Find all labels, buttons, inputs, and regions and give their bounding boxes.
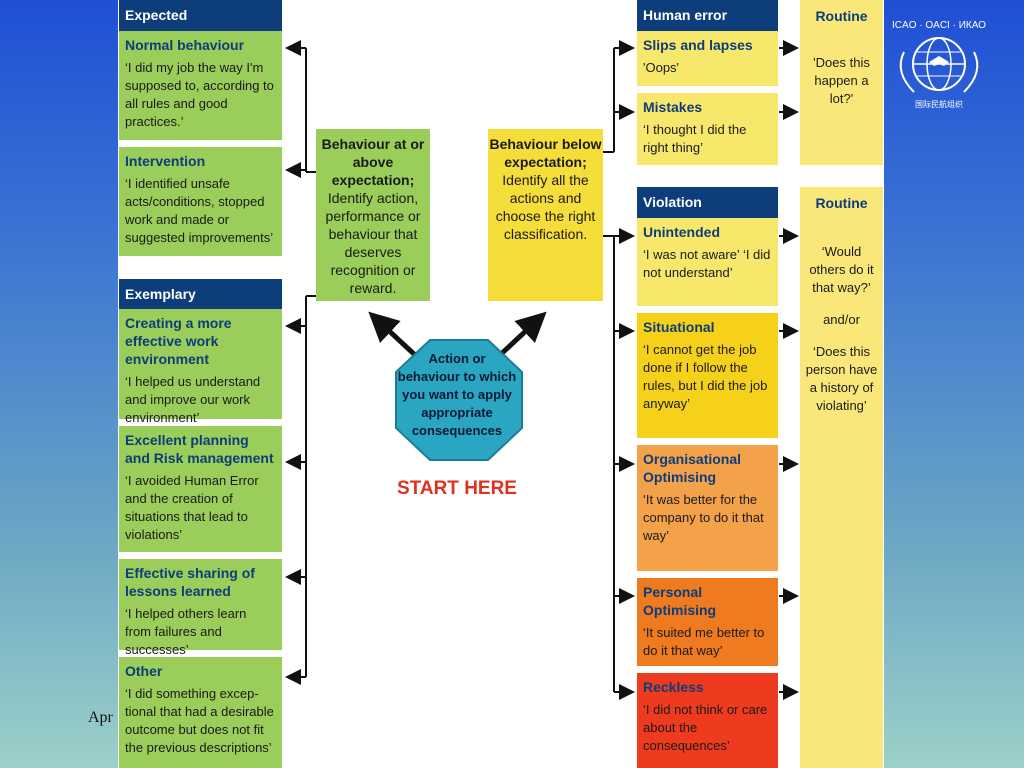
situational-quote: ‘I cannot get the job done if I follow t… bbox=[643, 342, 768, 411]
mistakes-title: Mistakes bbox=[643, 99, 703, 115]
routine-box-lower: Routine ‘Would others do it that way?’ a… bbox=[800, 187, 883, 768]
reckless-title: Reckless bbox=[643, 679, 704, 695]
unintended-box: Unintended ‘I was not aware’ ‘I did not … bbox=[637, 218, 778, 306]
situational-title: Situational bbox=[643, 319, 715, 335]
unintended-title: Unintended bbox=[643, 224, 720, 240]
other-box: Other ‘I did something excep-tional that… bbox=[119, 657, 282, 768]
slips-lapses-title: Slips and lapses bbox=[643, 37, 753, 53]
routine-box-upper: Routine 'Does this happen a lot?' bbox=[800, 0, 883, 165]
routine-lower-header: Routine bbox=[815, 195, 868, 211]
organisational-optimising-title: Organisational Optimising bbox=[643, 451, 742, 485]
routine-upper-question: 'Does this happen a lot?' bbox=[813, 55, 870, 106]
slips-lapses-box: Slips and lapses 'Oops' bbox=[637, 31, 778, 86]
routine-lower-q2: ‘Does this person have a history of viol… bbox=[805, 344, 878, 413]
logo-text: ICAO · OACI · ИКАО bbox=[892, 20, 986, 31]
unintended-quote: ‘I was not aware’ ‘I did not understand’ bbox=[643, 247, 771, 280]
normal-behaviour-box: Normal behaviour ‘I did my job the way I… bbox=[119, 31, 282, 140]
routine-lower-andor: and/or bbox=[823, 312, 860, 327]
planning-risk-box: Excellent planning and Risk management ‘… bbox=[119, 426, 282, 552]
reckless-box: Reckless ‘I did not think or care about … bbox=[637, 673, 778, 768]
reckless-quote: ‘I did not think or care about the conse… bbox=[643, 702, 768, 753]
intervention-box: Intervention ‘I identified unsafe acts/c… bbox=[119, 147, 282, 256]
slips-lapses-quote: 'Oops' bbox=[643, 60, 680, 75]
other-quote: ‘I did something excep-tional that had a… bbox=[125, 686, 274, 755]
intervention-title: Intervention bbox=[125, 153, 206, 169]
planning-risk-title: Excellent planning and Risk management bbox=[125, 432, 274, 466]
other-title: Other bbox=[125, 663, 163, 679]
human-error-header: Human error bbox=[637, 0, 778, 31]
lessons-learned-box: Effective sharing of lessons learned ‘I … bbox=[119, 559, 282, 657]
below-expectation-body: Identify all the actions and choose the … bbox=[495, 172, 596, 242]
normal-behaviour-title: Normal behaviour bbox=[125, 37, 245, 53]
below-expectation-box: Behaviour below expectation; Identify al… bbox=[488, 129, 603, 301]
intervention-quote: ‘I identified unsafe acts/conditions, st… bbox=[125, 176, 274, 245]
routine-lower-q1: ‘Would others do it that way?’ bbox=[809, 244, 874, 295]
below-expectation-title: Behaviour below expectation; bbox=[489, 136, 602, 170]
effective-environment-box: Creating a more effective work environme… bbox=[119, 309, 282, 425]
expected-header: Expected bbox=[119, 0, 282, 31]
mistakes-box: Mistakes ‘I thought I did the right thin… bbox=[637, 93, 778, 165]
above-expectation-body: Identify action, performance or behaviou… bbox=[325, 190, 421, 296]
above-expectation-title: Behaviour at or above expectation; bbox=[321, 136, 425, 188]
situational-box: Situational ‘I cannot get the job done i… bbox=[637, 313, 778, 438]
effective-environment-quote: ‘I helped us understand and improve our … bbox=[125, 374, 261, 425]
logo-text-bottom: 国际民航组织 bbox=[915, 99, 963, 109]
organisational-optimising-quote: ‘It was better for the company to do it … bbox=[643, 492, 764, 543]
normal-behaviour-quote: ‘I did my job the way I'm supposed to, a… bbox=[125, 60, 274, 129]
lessons-learned-title: Effective sharing of lessons learned bbox=[125, 565, 255, 599]
planning-risk-quote: ‘I avoided Human Error and the creation … bbox=[125, 473, 259, 542]
personal-optimising-title: Personal Optimising bbox=[643, 584, 717, 618]
personal-optimising-box: Personal Optimising ‘It suited me better… bbox=[637, 578, 778, 666]
personal-optimising-quote: ‘It suited me better to do it that way’ bbox=[643, 625, 765, 658]
action-text: Action or behaviour to which you want to… bbox=[397, 351, 517, 438]
routine-upper-header: Routine bbox=[815, 8, 868, 24]
action-octagon bbox=[395, 339, 523, 461]
organisational-optimising-box: Organisational Optimising ‘It was better… bbox=[637, 445, 778, 571]
icao-logo: ICAO · OACI · ИКАО 国际民航组织 bbox=[884, 12, 994, 112]
mistakes-quote: ‘I thought I did the right thing’ bbox=[643, 122, 747, 155]
above-expectation-box: Behaviour at or above expectation; Ident… bbox=[316, 129, 430, 301]
lessons-learned-quote: ‘I helped others learn from failures and… bbox=[125, 606, 247, 657]
start-here-label: START HERE bbox=[397, 478, 517, 499]
effective-environment-title: Creating a more effective work environme… bbox=[125, 315, 232, 367]
exemplary-header: Exemplary bbox=[119, 279, 282, 309]
icao-globe-icon: ICAO · OACI · ИКАО 国际民航组织 bbox=[892, 20, 986, 109]
violation-header: Violation bbox=[637, 187, 778, 218]
footer-date-fragment: Apr bbox=[88, 709, 113, 726]
